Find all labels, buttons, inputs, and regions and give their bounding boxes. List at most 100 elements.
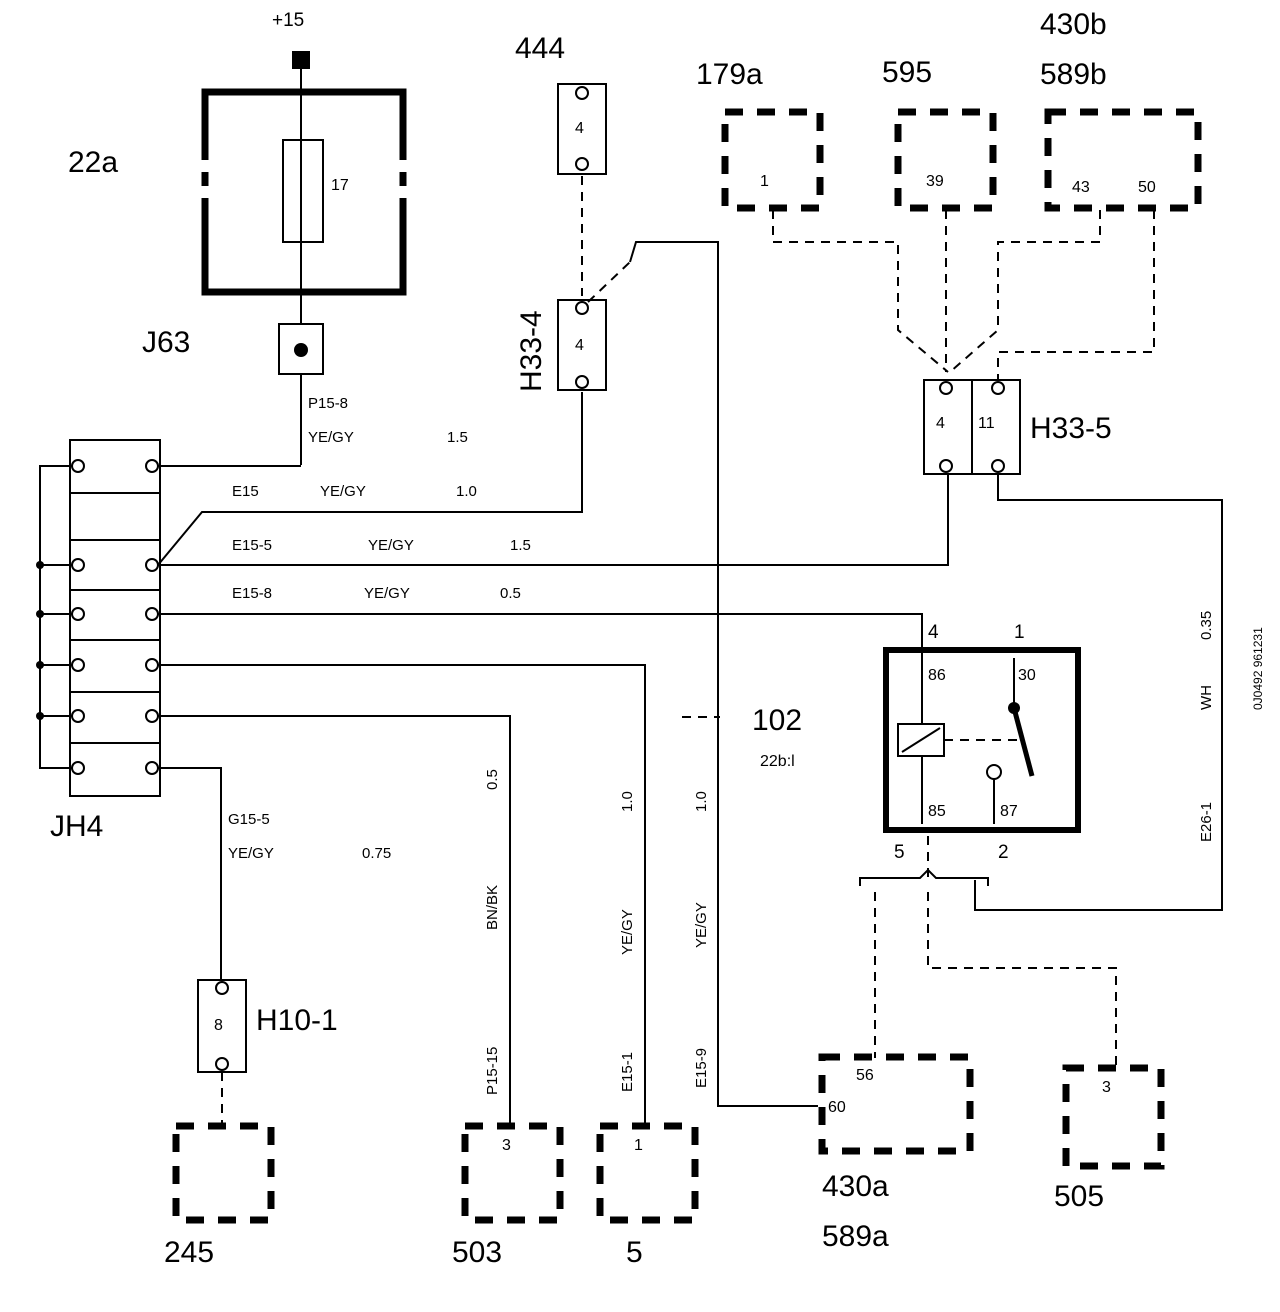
connector-5: 1 5 <box>596 1122 699 1269</box>
connector-595-label: 595 <box>882 56 932 89</box>
connector-430b-label: 430b <box>1040 8 1107 41</box>
wire-e15-1-color: YE/GY <box>619 909 636 955</box>
jh4-bus-dot <box>36 661 44 669</box>
wire-p15-15-size: 0.5 <box>484 769 501 790</box>
connector-430a: 56 60 430a 589a <box>818 1053 974 1253</box>
fuse-number: 17 <box>331 177 349 194</box>
connector-245-label: 245 <box>164 1236 214 1269</box>
wire-e15-9-color: YE/GY <box>693 902 710 948</box>
wire-g15-5 <box>158 767 222 980</box>
connector-h33-5-label: H33-5 <box>1030 412 1112 445</box>
connector-589b-label: 589b <box>1040 58 1107 91</box>
connector-595-pin: 39 <box>926 173 944 190</box>
jh4-pin <box>71 658 85 672</box>
connector-505-pin: 3 <box>1102 1079 1111 1096</box>
wire-e15-1-size: 1.0 <box>619 791 636 812</box>
jh4-pin <box>145 658 159 672</box>
connector-179a-label: 179a <box>696 58 763 91</box>
wire-179a-dashed <box>772 210 949 373</box>
fuse-block-22a: 17 22a <box>68 88 407 296</box>
connector-245-outline <box>172 1122 275 1224</box>
jh4-pin <box>145 607 159 621</box>
wire-e15-8-name: E15-8 <box>232 585 272 602</box>
relay-contact-87 <box>986 764 1002 780</box>
connector-589a-label: 589a <box>822 1220 889 1253</box>
fuse-block-outline-dashes <box>201 172 407 186</box>
document-code: 0J0492 961231 <box>1251 627 1265 710</box>
connector-h10-1-pin-bottom <box>215 1057 229 1071</box>
connector-179a: 1 179a <box>696 58 824 212</box>
wire-e15-9-name: E15-9 <box>693 1048 710 1088</box>
wire-e15-8-color: YE/GY <box>364 585 410 602</box>
jh4-pin <box>145 761 159 775</box>
connector-h33-5-pin-b: 11 <box>978 415 995 432</box>
connector-444: 4 444 <box>515 32 607 175</box>
wire-h33-4-branch-dashed <box>587 261 631 303</box>
supply-terminal-square <box>292 51 310 69</box>
connector-430b-pin-b: 50 <box>1138 179 1156 196</box>
relay-102-outline <box>883 647 1081 833</box>
jh4-bus-bar <box>39 465 72 769</box>
wire-g15-5-color: YE/GY <box>228 845 274 862</box>
relay-pin-bottom-left: 5 <box>894 842 905 863</box>
wire-e15-1-name: E15-1 <box>619 1052 636 1092</box>
fuse-block-outline <box>201 88 407 296</box>
connector-j63: J63 <box>142 323 324 375</box>
jh4-pin <box>145 558 159 572</box>
connector-430a-pin-a: 56 <box>856 1067 874 1084</box>
connector-430a-outline <box>818 1053 974 1155</box>
wire-p15-15 <box>158 715 511 1124</box>
relay-pin-top-right: 1 <box>1014 622 1025 643</box>
fuse-symbol <box>282 139 324 243</box>
connector-h10-1-body <box>197 979 247 1073</box>
connector-j63-label: J63 <box>142 326 190 359</box>
wire-e15-8 <box>158 613 923 658</box>
relay-coil-diagonal <box>901 727 941 753</box>
wire-g15-5-size: 0.75 <box>362 845 391 862</box>
relay-pin-bottom-right: 2 <box>998 842 1009 863</box>
connector-505-label: 505 <box>1054 1180 1104 1213</box>
supply-terminal: +15 <box>272 10 310 69</box>
connector-h33-5-pin <box>991 459 1005 473</box>
jh4-pin <box>145 459 159 473</box>
wire-e26-1-name: E26-1 <box>1198 802 1215 842</box>
connector-h33-5: 4 11 H33-5 <box>923 379 1112 475</box>
connector-595-outline <box>894 108 997 212</box>
wire-e26-1 <box>974 474 1223 911</box>
wire-e15-9 <box>629 241 818 1107</box>
connector-503-label: 503 <box>452 1236 502 1269</box>
jh4-bus-dot <box>36 561 44 569</box>
connector-h10-1-pin-label: 8 <box>214 1017 223 1034</box>
wire-e15-5 <box>158 472 949 566</box>
junction-jh4-body <box>69 439 161 797</box>
jh4-pin <box>71 761 85 775</box>
connector-505: 3 505 <box>1054 1064 1165 1213</box>
wire-e15-5-size: 1.5 <box>510 537 531 554</box>
wire-p15-15-color: BN/BK <box>484 885 501 930</box>
connector-595: 39 595 <box>882 56 997 212</box>
connector-5-pin: 1 <box>634 1137 643 1154</box>
relay-terminal-30: 30 <box>1018 667 1036 684</box>
wire-g15-5-name: G15-5 <box>228 811 270 828</box>
connector-h33-4-label: H33-4 <box>515 310 548 392</box>
wire-e15-9-size: 1.0 <box>693 791 710 812</box>
jh4-bus-dot <box>36 712 44 720</box>
wire-p15-15-name: P15-15 <box>484 1047 501 1095</box>
wire-p15-8-color: YE/GY <box>308 429 354 446</box>
wire-e15 <box>157 392 583 566</box>
wire-e15-5-color: YE/GY <box>368 537 414 554</box>
connector-h33-4: 4 H33-4 <box>515 299 607 392</box>
connector-430b-outline <box>1044 108 1202 212</box>
relay-number: 102 <box>752 704 802 737</box>
connector-430b: 43 50 430b 589b <box>1040 8 1202 212</box>
connector-505-outline <box>1062 1064 1165 1170</box>
connector-h10-1: 8 H10-1 <box>197 979 338 1073</box>
wire-430b-50-dashed <box>997 210 1155 382</box>
connector-5-outline <box>596 1122 699 1224</box>
wire-e15-5-name: E15-5 <box>232 537 272 554</box>
connector-h33-4-pin-label: 4 <box>575 337 584 354</box>
connector-430a-pin-b: 60 <box>828 1099 846 1116</box>
connector-h10-1-pin-top <box>215 981 229 995</box>
